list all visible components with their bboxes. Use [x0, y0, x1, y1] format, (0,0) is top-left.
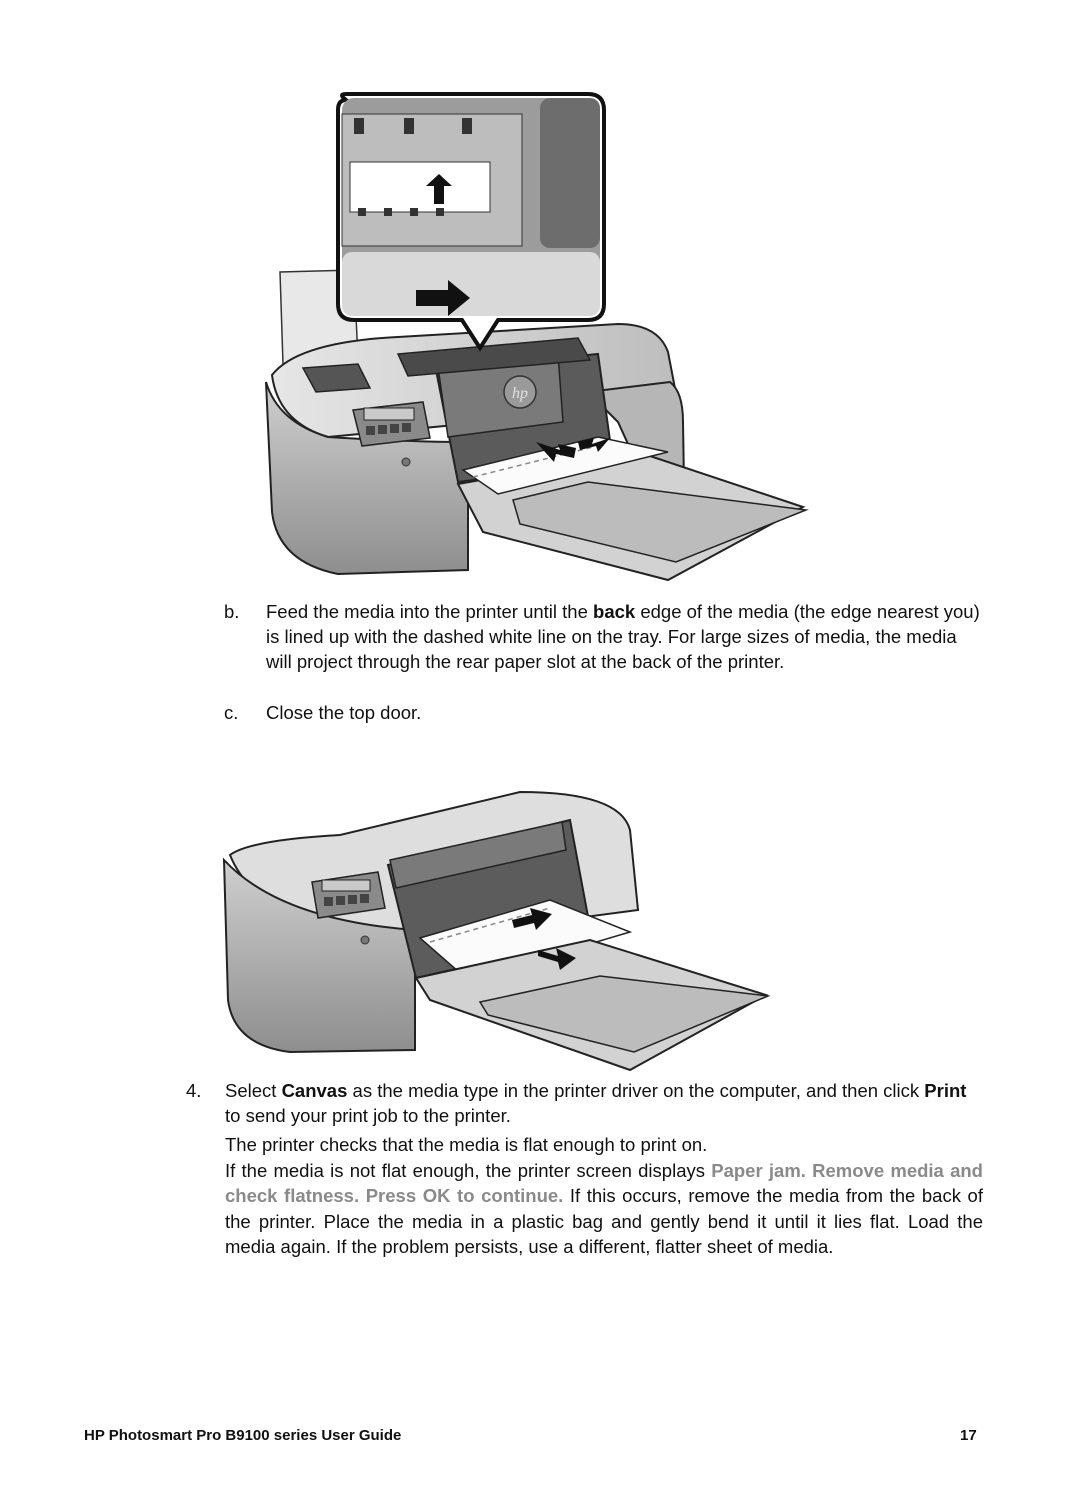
step-4-text: Select Canvas as the media type in the p… — [225, 1080, 967, 1126]
paper-jam-paragraph: If the media is not flat enough, the pri… — [225, 1160, 983, 1257]
printer-screen-message: Paper jam. Remove media and check flatne… — [225, 1160, 983, 1207]
printer-loading-illustration: hp — [265, 92, 809, 582]
flatness-check-paragraph: The printer checks that the media is fla… — [225, 1134, 708, 1155]
svg-text:hp: hp — [512, 385, 528, 402]
step-b-marker: b. — [224, 601, 240, 622]
step-4-marker: 4. — [186, 1080, 202, 1101]
step-c-text: Close the top door. — [266, 702, 422, 723]
footer-guide-title: HP Photosmart Pro B9100 series User Guid… — [84, 1427, 402, 1444]
step-c-marker: c. — [224, 702, 239, 723]
step-b-text: Feed the media into the printer until th… — [266, 601, 980, 672]
printer-door-closed-illustration — [222, 790, 770, 1072]
page-number: 17 — [960, 1427, 977, 1444]
